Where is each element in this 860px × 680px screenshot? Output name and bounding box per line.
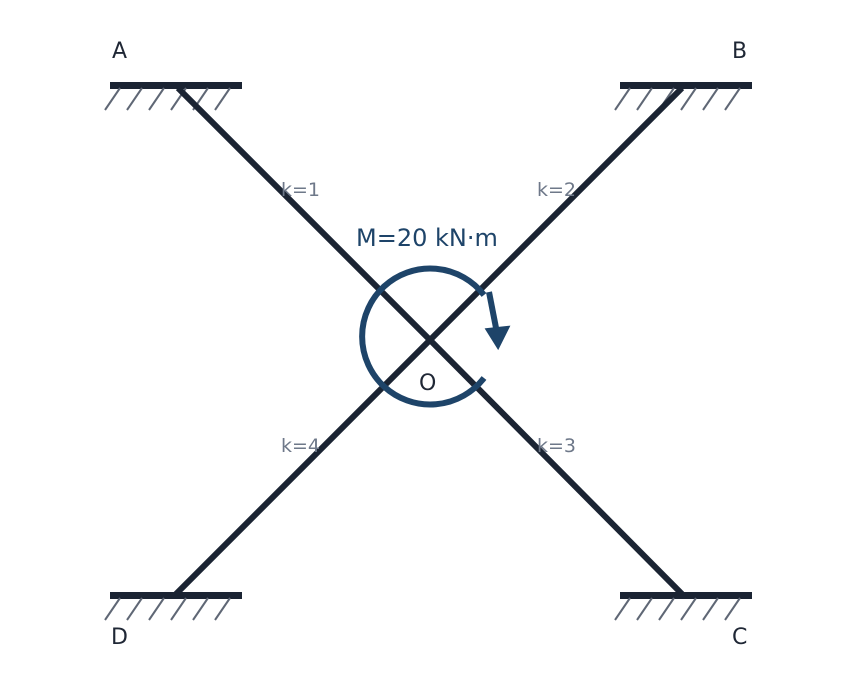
support-b-bar	[620, 82, 752, 89]
support-b-hatching	[614, 87, 741, 111]
moment-arrow-shaft	[486, 291, 500, 334]
support-c-hatching	[614, 597, 741, 621]
member-oc	[427, 337, 685, 597]
node-label-o: O	[419, 371, 436, 396]
support-d-hatching	[104, 597, 231, 621]
moment-label: M=20 kN·m	[356, 224, 498, 252]
support-d	[104, 592, 242, 621]
applied-moment	[359, 265, 511, 408]
moment-arc	[359, 265, 487, 408]
support-b	[614, 82, 752, 111]
stiffness-label-oa: k=1	[281, 179, 320, 201]
node-label-a: A	[112, 39, 127, 64]
member-od	[173, 337, 433, 597]
support-a	[104, 82, 242, 111]
node-label-c: C	[732, 625, 747, 650]
member-oa	[175, 85, 433, 343]
stiffness-label-oc: k=3	[537, 435, 576, 457]
member-ob	[427, 85, 685, 343]
stiffness-label-od: k=4	[281, 435, 320, 457]
moment-arrow-head	[484, 325, 511, 351]
support-c-bar	[620, 592, 752, 599]
node-label-d: D	[111, 625, 128, 650]
support-d-bar	[110, 592, 242, 599]
stiffness-label-ob: k=2	[537, 179, 576, 201]
support-a-bar	[110, 82, 242, 89]
node-label-b: B	[732, 39, 747, 64]
support-a-hatching	[104, 87, 231, 111]
support-c	[614, 592, 752, 621]
